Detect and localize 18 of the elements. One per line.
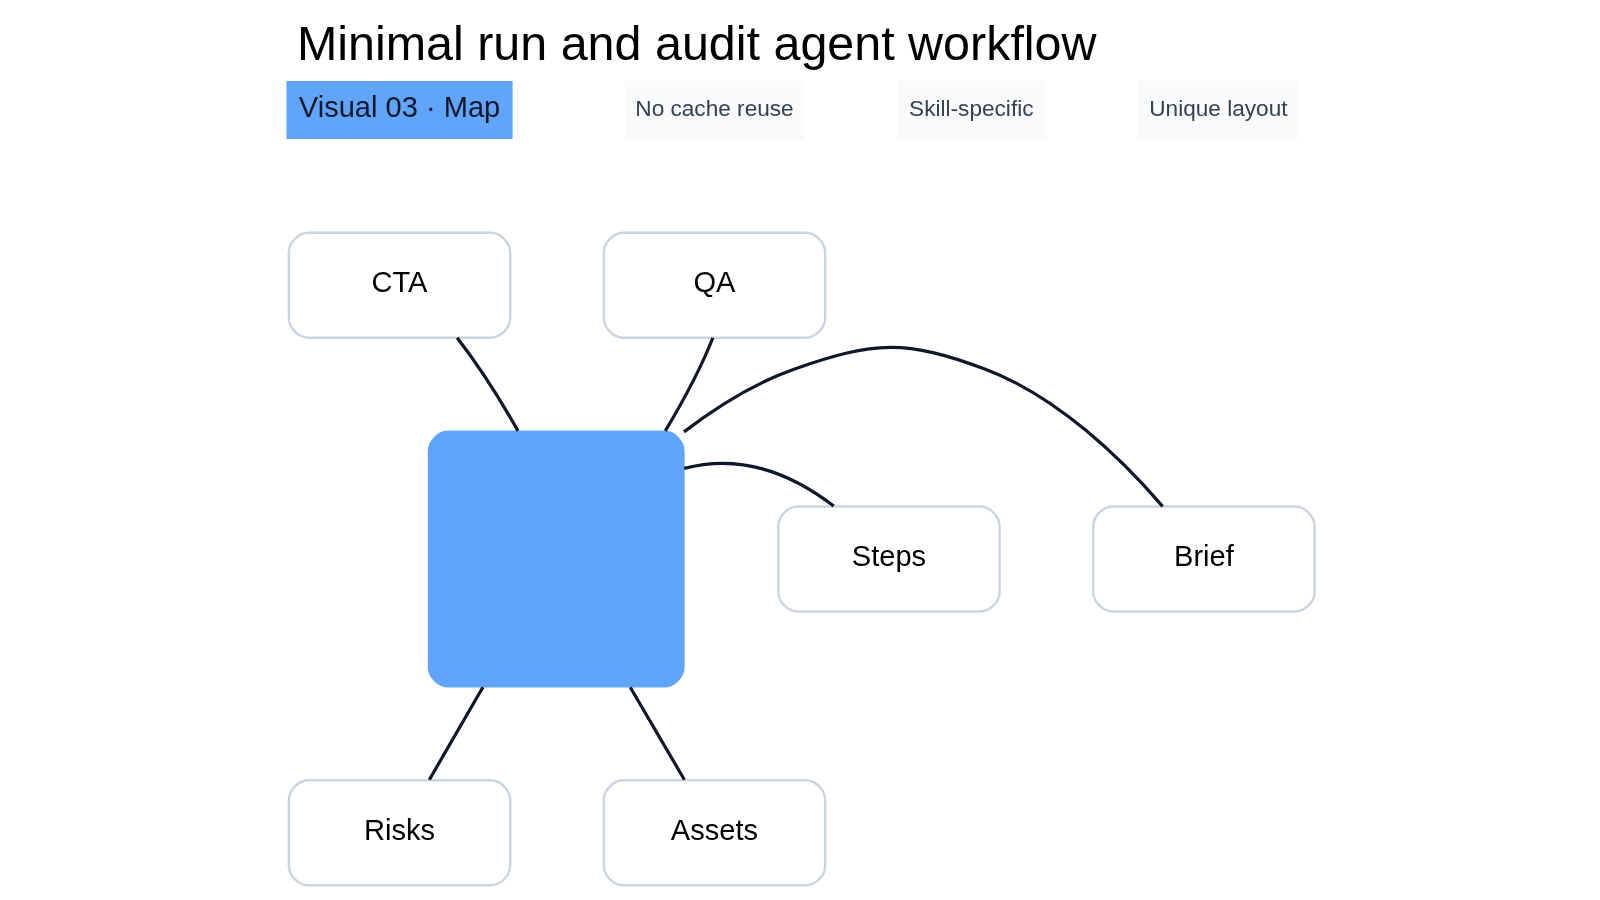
node-box: CTA [287,231,511,339]
node-box: Assets [602,779,826,887]
label: No cache reuse [634,95,794,121]
connector [427,686,484,781]
node-box: Brief [1091,505,1316,613]
connector [663,337,714,432]
node-box: Risks [287,779,511,887]
label: Skill-specific [908,95,1033,121]
connector [683,461,835,508]
node-box: Steps [776,505,1001,613]
connector [682,345,1164,508]
connector [455,336,519,432]
node-box: QA [602,231,826,339]
label: Unique layout [1148,95,1288,121]
node-box [427,430,685,688]
connector [628,686,686,781]
diagram-title: Minimal run and audit agent workflow [296,15,1097,70]
label: Visual 03 · Map [298,91,500,124]
